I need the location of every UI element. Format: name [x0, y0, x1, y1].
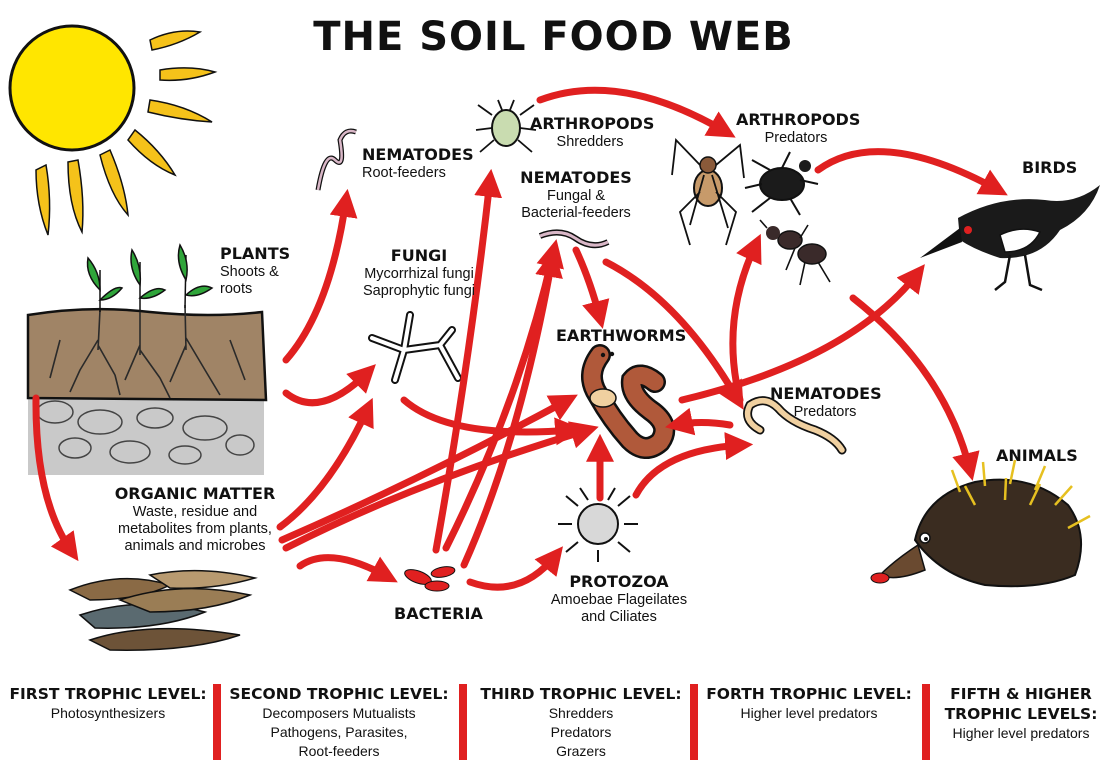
trophic-divider-1 — [213, 684, 221, 760]
earthworm-icon — [590, 352, 664, 448]
fungi-icon — [372, 315, 458, 380]
trophic-level-5: FIFTH & HIGHER TROPHIC LEVELS: Higher le… — [936, 684, 1106, 743]
arthropods-predators-desc: Predators — [736, 130, 856, 147]
fungal-feeding-nematode-icon — [540, 232, 608, 245]
node-earthworms: EARTHWORMS — [556, 326, 686, 346]
organic-matter-illustration — [70, 571, 255, 651]
plants-desc-1: Shoots & — [220, 264, 290, 281]
trophic-divider-2 — [459, 684, 467, 760]
trophic-level-1-line-1: Photosynthesizers — [8, 704, 208, 723]
trophic-level-4-name: FORTH TROPHIC LEVEL: — [702, 684, 916, 704]
trophic-level-1-name: FIRST TROPHIC LEVEL: — [8, 684, 208, 704]
protozoa-desc-1: Amoebae Flageilates — [530, 592, 708, 609]
trophic-level-3-line-2: Predators — [474, 723, 688, 742]
trophic-level-2: SECOND TROPHIC LEVEL: Decomposers Mutual… — [228, 684, 450, 761]
diagram-title: THE SOIL FOOD WEB — [0, 14, 1107, 60]
bacteria-name: BACTERIA — [394, 604, 483, 624]
arthropods-predators-name: ARTHROPODS — [736, 110, 856, 130]
ant-icon — [760, 220, 830, 285]
trophic-level-1: FIRST TROPHIC LEVEL: Photosynthesizers — [8, 684, 208, 723]
node-arthropods-shredders: ARTHROPODS Shredders — [530, 114, 650, 151]
trophic-level-5-name: FIFTH & HIGHER — [936, 684, 1106, 704]
node-nematodes-root-feeders: NEMATODES Root-feeders — [362, 145, 474, 182]
trophic-divider-4 — [922, 684, 930, 760]
nematodes-fungal-name: NEMATODES — [510, 168, 642, 188]
bacteria-icon — [403, 565, 456, 591]
organic-matter-desc-2: metabolites from plants, — [80, 521, 310, 538]
nematodes-root-desc: Root-feeders — [362, 165, 474, 182]
trophic-level-2-name: SECOND TROPHIC LEVEL: — [228, 684, 450, 704]
node-plants: PLANTS Shoots & roots — [220, 244, 290, 298]
trophic-level-3-line-3: Grazers — [474, 742, 688, 761]
protozoa-desc-2: and Ciliates — [530, 609, 708, 626]
trophic-level-4-line-1: Higher level predators — [702, 704, 916, 723]
node-arthropods-predators: ARTHROPODS Predators — [736, 110, 856, 147]
bird-icon — [920, 185, 1100, 290]
fungi-desc-1: Mycorrhizal fungi — [340, 266, 498, 283]
trophic-level-3-line-1: Shredders — [474, 704, 688, 723]
trophic-level-4: FORTH TROPHIC LEVEL: Higher level predat… — [702, 684, 916, 723]
nematodes-predators-desc: Predators — [770, 404, 880, 421]
organic-matter-desc-3: animals and microbes — [80, 538, 310, 555]
trophic-divider-3 — [690, 684, 698, 760]
trophic-level-3-name: THIRD TROPHIC LEVEL: — [474, 684, 688, 704]
nematodes-root-name: NEMATODES — [362, 145, 474, 165]
root-nematode-icon — [318, 131, 356, 190]
echidna-icon — [871, 460, 1090, 586]
trophic-level-5-name-2: TROPHIC LEVELS: — [936, 704, 1106, 724]
organic-matter-name: ORGANIC MATTER — [80, 484, 310, 504]
nematodes-fungal-desc-2: Bacterial-feeders — [510, 205, 642, 222]
birds-name: BIRDS — [1022, 158, 1077, 178]
nematodes-fungal-desc-1: Fungal & — [510, 188, 642, 205]
node-organic-matter: ORGANIC MATTER Waste, residue and metabo… — [80, 484, 310, 555]
trophic-level-2-line-1: Decomposers Mutualists — [228, 704, 450, 723]
plants-name: PLANTS — [220, 244, 290, 264]
node-animals: ANIMALS — [996, 446, 1078, 466]
trophic-level-2-line-3: Root-feeders — [228, 742, 450, 761]
plants-desc-2: roots — [220, 281, 290, 298]
organic-matter-desc-1: Waste, residue and — [80, 504, 310, 521]
node-fungi: FUNGI Mycorrhizal fungi Saprophytic fung… — [340, 246, 498, 300]
trophic-level-2-line-2: Pathogens, Parasites, — [228, 723, 450, 742]
trophic-level-5-line-1: Higher level predators — [936, 724, 1106, 743]
protozoa-name: PROTOZOA — [530, 572, 708, 592]
earthworms-name: EARTHWORMS — [556, 326, 686, 346]
fungi-name: FUNGI — [340, 246, 498, 266]
node-protozoa: PROTOZOA Amoebae Flageilates and Ciliate… — [530, 572, 708, 626]
spider-icon — [672, 140, 744, 245]
animals-name: ANIMALS — [996, 446, 1078, 466]
node-birds: BIRDS — [1022, 158, 1077, 178]
beetle-icon — [745, 152, 818, 215]
nematodes-predators-name: NEMATODES — [770, 384, 880, 404]
fungi-desc-2: Saprophytic fungi — [340, 283, 498, 300]
arthropods-shredders-desc: Shredders — [530, 134, 650, 151]
trophic-level-3: THIRD TROPHIC LEVEL: Shredders Predators… — [474, 684, 688, 761]
node-nematodes-fungal-bacterial: NEMATODES Fungal & Bacterial-feeders — [510, 168, 642, 222]
node-bacteria: BACTERIA — [394, 604, 483, 624]
shredder-arthropod-icon — [476, 100, 536, 152]
node-nematodes-predators: NEMATODES Predators — [770, 384, 880, 421]
arthropods-shredders-name: ARTHROPODS — [530, 114, 650, 134]
